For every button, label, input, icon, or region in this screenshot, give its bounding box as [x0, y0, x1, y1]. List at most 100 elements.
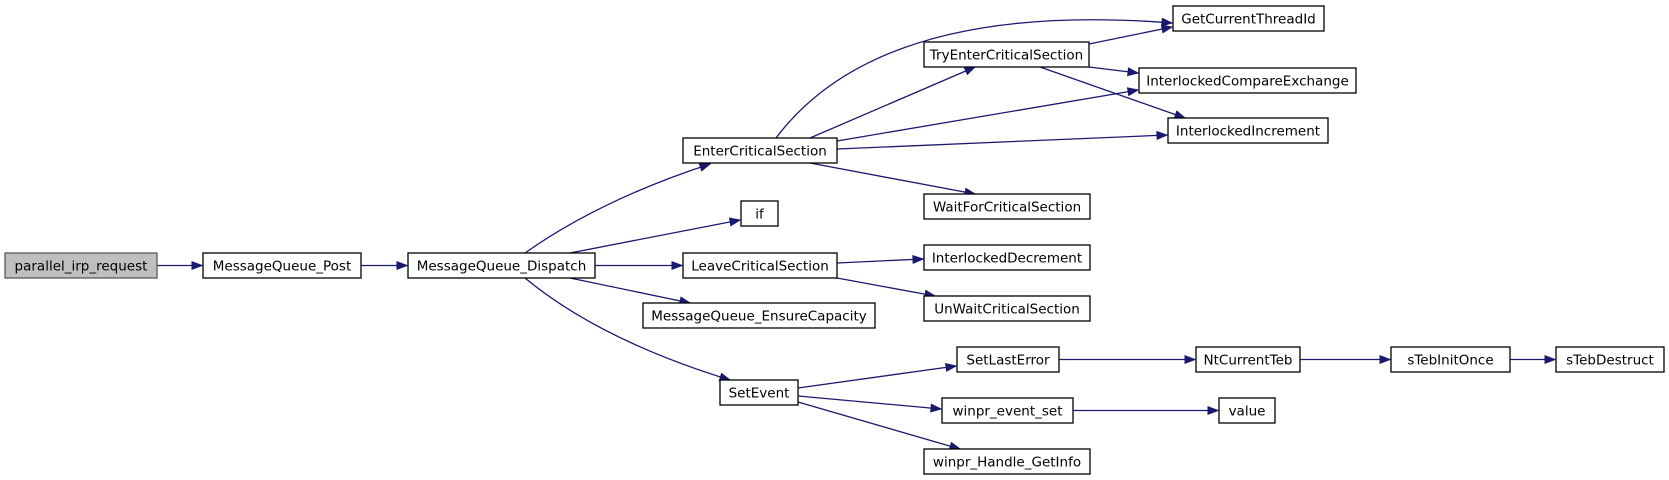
- node-label: parallel_irp_request: [15, 258, 148, 274]
- node-box[interactable]: [923, 41, 1090, 68]
- edge-EnterCriticalSection-to-WaitForCriticalSection: [809, 162, 976, 195]
- arrowhead-MessageQueue_Dispatch: [396, 260, 409, 271]
- node-label: SetLastError: [966, 352, 1050, 368]
- edge-TryEnterCriticalSection-to-GetCurrentThreadId: [1088, 26, 1173, 45]
- node-label: InterlockedIncrement: [1176, 123, 1320, 139]
- node-winpr_Handle_GetInfo[interactable]: winpr_Handle_GetInfo: [923, 448, 1091, 475]
- edge-TryEnterCriticalSection-to-InterlockedIncrement: [1039, 66, 1186, 119]
- node-GetCurrentThreadId[interactable]: GetCurrentThreadId: [1172, 5, 1325, 32]
- node-label: InterlockedDecrement: [932, 250, 1082, 266]
- edge-MessageQueue_Dispatch-to-SetEvent: [524, 277, 731, 381]
- node-WaitForCriticalSection[interactable]: WaitForCriticalSection: [923, 193, 1091, 220]
- arrowhead-NtCurrentTeb: [1184, 354, 1197, 365]
- node-box[interactable]: [407, 252, 596, 279]
- node-label: LeaveCriticalSection: [691, 258, 829, 274]
- node-if[interactable]: if: [740, 200, 779, 227]
- node-label: value: [1229, 403, 1266, 419]
- node-box[interactable]: [202, 252, 362, 279]
- node-label: GetCurrentThreadId: [1181, 11, 1316, 27]
- node-box[interactable]: [642, 302, 876, 329]
- arrowhead-if: [728, 217, 742, 227]
- node-TryEnterCriticalSection[interactable]: TryEnterCriticalSection: [923, 41, 1090, 68]
- node-box[interactable]: [1555, 346, 1665, 373]
- node-box[interactable]: [923, 295, 1091, 322]
- node-label: InterlockedCompareExchange: [1146, 73, 1349, 89]
- node-UnWaitCriticalSection[interactable]: UnWaitCriticalSection: [923, 295, 1091, 322]
- edge-LeaveCriticalSection-to-InterlockedDecrement: [836, 258, 924, 264]
- arrowhead-InterlockedCompareExchange: [1126, 87, 1140, 97]
- arrowhead-LeaveCriticalSection: [671, 260, 684, 271]
- arrowhead-sTebInitOnce: [1379, 354, 1392, 365]
- node-label: sTebDestruct: [1566, 352, 1654, 368]
- node-box[interactable]: [923, 448, 1091, 475]
- node-box[interactable]: [941, 397, 1074, 424]
- node-LeaveCriticalSection[interactable]: LeaveCriticalSection: [682, 252, 838, 279]
- edge-EnterCriticalSection-to-TryEnterCriticalSection: [809, 66, 976, 139]
- arrowhead-value: [1207, 405, 1220, 416]
- arrowhead-InterlockedDecrement: [912, 254, 925, 265]
- node-box[interactable]: [923, 244, 1091, 271]
- arrowhead-EnterCriticalSection: [698, 162, 712, 172]
- edges-layer: [157, 17, 1557, 451]
- node-box[interactable]: [956, 346, 1060, 373]
- node-sTebDestruct[interactable]: sTebDestruct: [1555, 346, 1665, 373]
- node-SetEvent[interactable]: SetEvent: [719, 379, 799, 406]
- node-label: MessageQueue_EnsureCapacity: [651, 308, 867, 324]
- node-label: winpr_Handle_GetInfo: [933, 454, 1081, 470]
- node-value[interactable]: value: [1218, 397, 1276, 424]
- node-box[interactable]: [1172, 5, 1325, 32]
- node-label: NtCurrentTeb: [1204, 352, 1293, 368]
- arrowhead-SetLastError: [944, 362, 958, 372]
- node-box[interactable]: [682, 137, 838, 164]
- node-InterlockedCompareExchange[interactable]: InterlockedCompareExchange: [1138, 67, 1357, 94]
- arrowhead-GetCurrentThreadId: [1160, 24, 1174, 34]
- node-label: SetEvent: [729, 385, 790, 401]
- node-label: sTebInitOnce: [1407, 352, 1493, 368]
- arrowhead-GetCurrentThreadId: [1161, 17, 1174, 27]
- node-box[interactable]: [740, 200, 779, 227]
- node-SetLastError[interactable]: SetLastError: [956, 346, 1060, 373]
- node-box[interactable]: [1195, 346, 1301, 373]
- node-box[interactable]: [923, 193, 1091, 220]
- node-MessageQueue_Dispatch[interactable]: MessageQueue_Dispatch: [407, 252, 596, 279]
- edge-EnterCriticalSection-to-InterlockedIncrement: [836, 134, 1168, 150]
- node-EnterCriticalSection[interactable]: EnterCriticalSection: [682, 137, 838, 164]
- node-InterlockedIncrement[interactable]: InterlockedIncrement: [1167, 117, 1329, 144]
- node-label: winpr_event_set: [952, 403, 1062, 419]
- node-box[interactable]: [1167, 117, 1329, 144]
- node-NtCurrentTeb[interactable]: NtCurrentTeb: [1195, 346, 1301, 373]
- edge-EnterCriticalSection-to-InterlockedCompareExchange: [836, 89, 1139, 142]
- edge-SetEvent-to-SetLastError: [797, 365, 957, 389]
- arrowhead-InterlockedIncrement: [1156, 130, 1169, 140]
- node-label: TryEnterCriticalSection: [929, 47, 1083, 63]
- node-box[interactable]: [4, 252, 158, 279]
- node-sTebInitOnce[interactable]: sTebInitOnce: [1390, 346, 1511, 373]
- node-label: MessageQueue_Dispatch: [417, 258, 587, 274]
- edge-EnterCriticalSection-to-GetCurrentThreadId: [775, 19, 1173, 139]
- arrowhead-InterlockedCompareExchange: [1127, 67, 1140, 77]
- edge-MessageQueue_Dispatch-to-if: [569, 219, 741, 254]
- node-label: MessageQueue_Post: [213, 258, 352, 274]
- edge-SetEvent-to-winpr_event_set: [797, 395, 942, 410]
- node-winpr_event_set[interactable]: winpr_event_set: [941, 397, 1074, 424]
- node-parallel_irp_request[interactable]: parallel_irp_request: [4, 252, 158, 279]
- edge-SetEvent-to-winpr_Handle_GetInfo: [797, 401, 961, 450]
- node-MessageQueue_Post[interactable]: MessageQueue_Post: [202, 252, 362, 279]
- node-box[interactable]: [719, 379, 799, 406]
- node-label: WaitForCriticalSection: [933, 199, 1081, 215]
- node-label: UnWaitCriticalSection: [934, 301, 1080, 317]
- arrowhead-winpr_event_set: [930, 403, 943, 413]
- node-box[interactable]: [682, 252, 838, 279]
- node-box[interactable]: [1218, 397, 1276, 424]
- node-box[interactable]: [1390, 346, 1511, 373]
- arrowhead-MessageQueue_Post: [191, 260, 204, 271]
- node-InterlockedDecrement[interactable]: InterlockedDecrement: [923, 244, 1091, 271]
- arrowhead-InterlockedIncrement: [1173, 110, 1187, 119]
- node-box[interactable]: [1138, 67, 1357, 94]
- node-label: if: [755, 206, 765, 222]
- node-label: EnterCriticalSection: [693, 143, 827, 159]
- node-MessageQueue_EnsureCapacity[interactable]: MessageQueue_EnsureCapacity: [642, 302, 876, 329]
- arrowhead-sTebDestruct: [1544, 354, 1557, 365]
